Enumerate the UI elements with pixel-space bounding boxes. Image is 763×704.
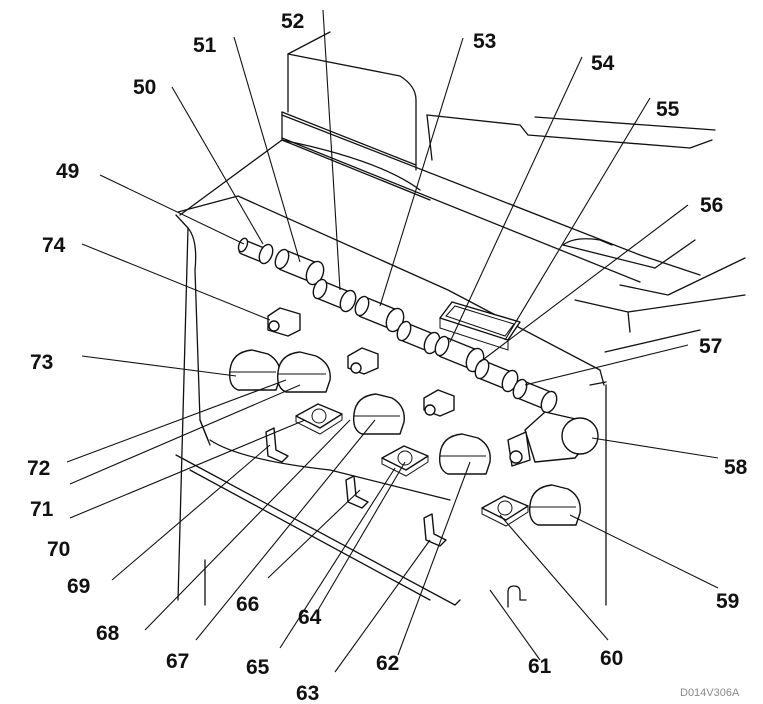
drive-components <box>228 307 599 547</box>
callout-58: 58 <box>724 456 748 479</box>
callout-55: 55 <box>656 98 680 121</box>
callout-69: 69 <box>67 575 90 598</box>
callout-51: 51 <box>193 34 217 57</box>
callout-68: 68 <box>96 622 120 645</box>
roller-49 <box>237 237 274 265</box>
motor-62 <box>438 433 491 475</box>
roller-51 <box>274 248 325 286</box>
roller-55 <box>434 335 485 373</box>
motor-66 <box>352 393 405 435</box>
callout-59: 59 <box>716 590 739 613</box>
fan-65 <box>381 445 429 477</box>
callout-63: 63 <box>296 682 319 704</box>
callout-60: 60 <box>600 647 623 670</box>
bracket-69 <box>265 427 289 463</box>
machine-frame <box>175 31 746 608</box>
component-small-b <box>423 389 455 417</box>
motor-58 <box>507 411 599 467</box>
callout-71: 71 <box>30 498 54 521</box>
motor-73 <box>228 349 281 391</box>
leader-lines <box>66 9 719 673</box>
callout-57: 57 <box>699 335 722 358</box>
motor-59 <box>528 484 581 526</box>
callout-54: 54 <box>591 52 615 75</box>
bracket-63 <box>423 513 447 547</box>
callout-52: 52 <box>281 10 304 33</box>
callout-74: 74 <box>42 234 66 257</box>
callout-labels: 49 50 51 52 53 54 55 56 57 58 59 60 61 6… <box>27 10 748 704</box>
callout-70: 70 <box>47 538 70 561</box>
motor-72 <box>276 351 331 393</box>
callout-65: 65 <box>246 656 270 679</box>
callout-49: 49 <box>56 160 79 183</box>
fan-60 <box>481 495 529 527</box>
bracket-67 <box>345 475 369 509</box>
roller-57 <box>512 378 558 414</box>
callout-56: 56 <box>700 194 723 217</box>
roller-52 <box>312 278 357 313</box>
callout-50: 50 <box>133 76 156 99</box>
component-74 <box>267 307 301 337</box>
fan-70 <box>295 403 343 435</box>
callout-66: 66 <box>236 593 259 616</box>
roller-53 <box>354 295 405 333</box>
callout-67: 67 <box>166 650 189 673</box>
callout-61: 61 <box>528 655 552 678</box>
drawing-code: D014V306A <box>680 687 740 699</box>
roller-56 <box>474 358 519 393</box>
component-small-a <box>347 347 379 375</box>
callout-62: 62 <box>376 652 399 675</box>
callout-53: 53 <box>473 30 496 53</box>
callout-72: 72 <box>27 457 50 480</box>
callout-64: 64 <box>298 606 322 629</box>
callout-73: 73 <box>30 351 53 374</box>
